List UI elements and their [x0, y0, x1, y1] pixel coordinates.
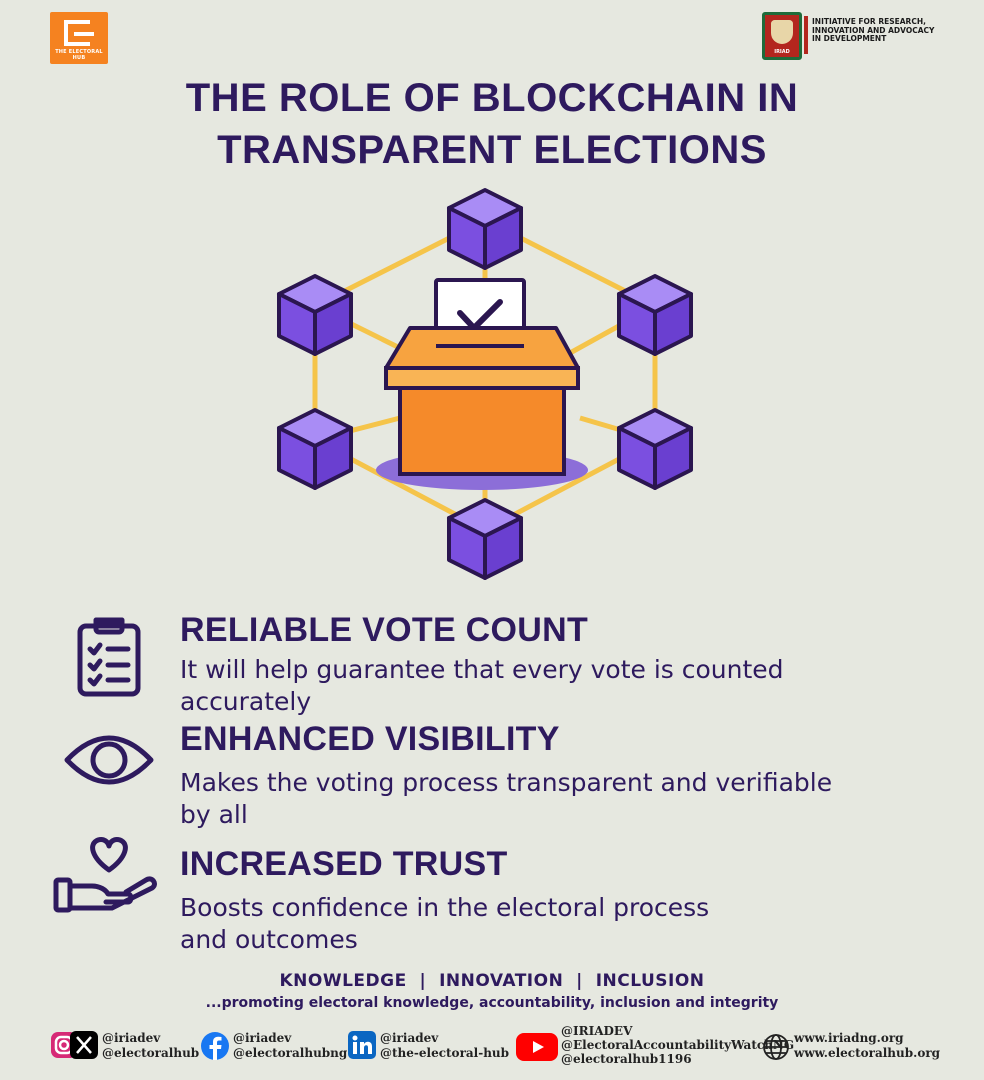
page-title-line-2: TRANSPARENT ELECTIONS	[217, 128, 767, 172]
cube-bottom	[447, 498, 523, 580]
social-handle: @iriadev @electoralhubng	[233, 1031, 347, 1061]
linkedin-icon	[348, 1031, 376, 1059]
website-links: www.iriadng.org www.electoralhub.org	[794, 1031, 940, 1061]
hand-heart-icon	[53, 837, 157, 913]
iriad-divider	[804, 16, 808, 54]
iriad-name: INITIATIVE FOR RESEARCH, INNOVATION AND …	[812, 17, 942, 44]
social-handle-line: @iriadev	[102, 1031, 161, 1045]
social-handle: @iriadev @electoralhub	[102, 1031, 199, 1061]
electoral-hub-mark-icon	[64, 20, 94, 46]
iriad-name-line-3: IN DEVELOPMENT	[812, 34, 887, 43]
social-handle-line: @IRIADEV	[561, 1024, 633, 1038]
social-youtube[interactable]: @IRIADEV @ElectoralAccountabilityWatchNG…	[516, 1023, 794, 1066]
feature-text-line: Makes the voting process transparent and…	[180, 768, 833, 797]
cube-lower-right	[617, 408, 693, 490]
page-title: THE ROLE OF BLOCKCHAIN IN TRANSPARENT EL…	[0, 72, 984, 176]
social-facebook[interactable]: @iriadev @electoralhubng	[200, 1027, 347, 1067]
social-handle-line: @electoralhubng	[233, 1046, 348, 1060]
cube-lower-left	[277, 408, 353, 490]
x-icon	[70, 1031, 98, 1059]
eye-icon	[64, 735, 154, 785]
feature-text-line: and outcomes	[180, 925, 358, 954]
feature-text-line: Boosts confidence in the electoral proce…	[180, 893, 710, 922]
youtube-icon	[516, 1033, 558, 1061]
social-handle-line: @the-electoral-hub	[380, 1046, 510, 1060]
globe-icon	[763, 1034, 789, 1060]
slogan: ...promoting electoral knowledge, accoun…	[205, 995, 779, 1011]
page-title-line-1: THE ROLE OF BLOCKCHAIN IN	[185, 76, 799, 120]
feature-heading-reliable-vote-count: RELIABLE VOTE COUNT	[180, 611, 589, 649]
social-linkedin[interactable]: @iriadev @the-electoral-hub	[348, 1027, 513, 1067]
feature-heading-enhanced-visibility: ENHANCED VISIBILITY	[180, 720, 560, 758]
facebook-icon	[201, 1032, 229, 1060]
iriad-name-line-2: INNOVATION AND ADVOCACY	[812, 25, 935, 35]
website-link[interactable]: www.iriadng.org	[794, 1031, 904, 1045]
social-websites[interactable]: www.iriadng.org www.electoralhub.org	[762, 1027, 942, 1067]
social-handle-line: @electoralhub	[102, 1046, 200, 1060]
feature-text-line: accurately	[180, 687, 312, 716]
ballot-box	[384, 326, 580, 476]
feature-text-enhanced-visibility: Makes the voting process transparent and…	[180, 767, 940, 831]
feature-text-line: by all	[180, 800, 248, 829]
feature-text-reliable-vote-count: It will help guarantee that every vote i…	[180, 654, 940, 718]
iriad-shield-label: IRIAD	[774, 49, 790, 55]
social-handle-line: @ElectoralAccountabilityWatchNG	[561, 1038, 795, 1052]
cube-upper-right	[617, 274, 693, 356]
social-instagram-x[interactable]: @iriadev @electoralhub	[50, 1027, 199, 1067]
electoral-hub-caption: THE ELECTORAL HUB	[55, 49, 103, 61]
clipboard-checklist-icon	[77, 617, 141, 697]
blockchain-ballot-illustration	[277, 188, 693, 580]
iriad-shield-icon: IRIAD	[762, 12, 802, 60]
iriad-name-line-1: INITIATIVE FOR RESEARCH,	[812, 17, 926, 26]
social-handle-line: @iriadev	[233, 1031, 292, 1045]
cube-top	[447, 188, 523, 270]
social-handle-line: @iriadev	[380, 1031, 439, 1045]
iriad-logo: IRIAD INITIATIVE FOR RESEARCH, INNOVATIO…	[760, 12, 940, 62]
cube-upper-left	[277, 274, 353, 356]
tagline: KNOWLEDGE | INNOVATION | INCLUSION	[279, 971, 705, 991]
electoral-hub-logo: THE ELECTORAL HUB	[50, 12, 108, 64]
social-handle: @iriadev @the-electoral-hub	[380, 1031, 509, 1061]
feature-text-increased-trust: Boosts confidence in the electoral proce…	[180, 892, 940, 956]
social-handle-line: @electoralhub1196	[561, 1052, 692, 1066]
social-handle: @IRIADEV @ElectoralAccountabilityWatchNG…	[561, 1024, 794, 1066]
website-link[interactable]: www.electoralhub.org	[794, 1046, 941, 1060]
feature-text-line: It will help guarantee that every vote i…	[180, 655, 784, 684]
feature-heading-increased-trust: INCREASED TRUST	[180, 845, 508, 883]
